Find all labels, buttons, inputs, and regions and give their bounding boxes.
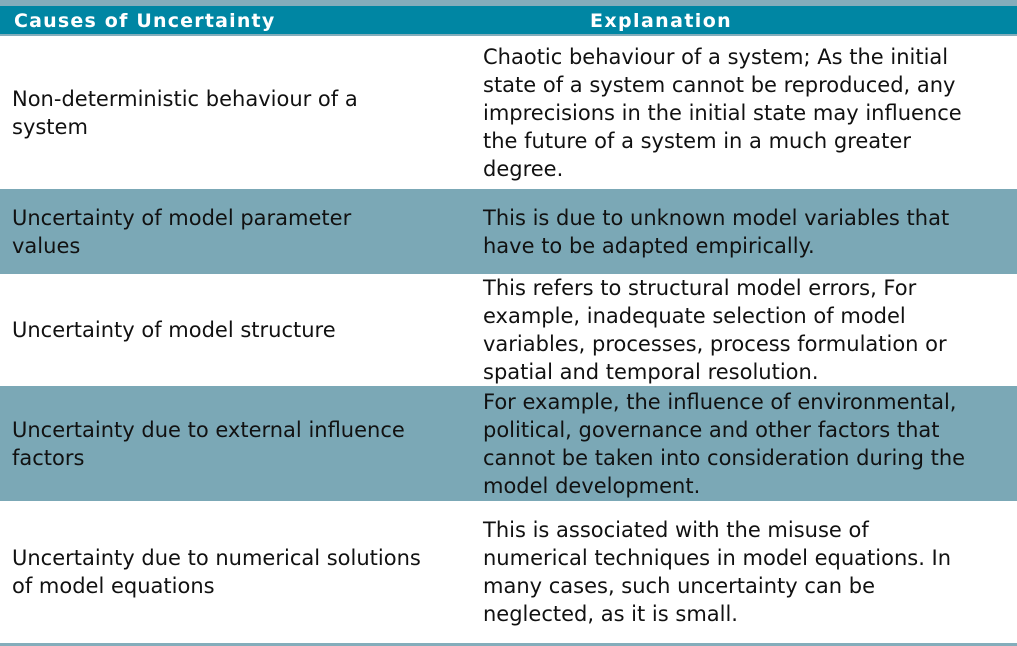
header-explanation: Explanation — [590, 10, 733, 32]
cause-line: Uncertainty of model parameter — [12, 205, 352, 230]
cause-line: Uncertainty due to numerical solutions — [12, 546, 421, 570]
top-accent-strip — [0, 0, 1017, 6]
explanation-line: many cases, such uncertainty can be — [483, 574, 876, 598]
explanation-line: example, inadequate selection of model — [483, 304, 906, 328]
table-bottom-border — [0, 643, 1017, 646]
cause-cell: Uncertainty of model structure — [12, 274, 472, 386]
explanation-cell: This is associated with the misuse of nu… — [483, 501, 1017, 643]
cause-line: factors — [12, 445, 85, 470]
cause-line: Non-deterministic behaviour of a — [12, 86, 358, 111]
explanation-line: This is associated with the misuse of — [483, 518, 869, 542]
table-row: Uncertainty of model parameter values Th… — [0, 189, 1017, 274]
table-row: Uncertainty due to numerical solutions o… — [0, 501, 1017, 643]
cause-cell: Uncertainty due to numerical solutions o… — [12, 501, 472, 643]
cause-line: system — [12, 114, 88, 139]
explanation-line: the future of a system in a much greater — [483, 128, 911, 153]
explanation-cell: For example, the influence of environmen… — [483, 386, 1017, 501]
explanation-line: imprecisions in the initial state may in… — [483, 100, 962, 125]
explanation-line: political, governance and other factors … — [483, 417, 940, 442]
cause-line: of model equations — [12, 574, 215, 598]
cause-cell: Non-deterministic behaviour of a system — [12, 36, 472, 189]
cause-line: values — [12, 233, 81, 258]
explanation-cell: Chaotic behaviour of a system; As the in… — [483, 36, 1017, 189]
explanation-line: For example, the influence of environmen… — [483, 389, 957, 414]
explanation-line: numerical techniques in model equations.… — [483, 546, 952, 570]
cause-cell: Uncertainty due to external influence fa… — [12, 386, 472, 501]
explanation-line: variables, processes, process formulatio… — [483, 332, 947, 356]
cause-line: Uncertainty due to external influence — [12, 417, 405, 442]
explanation-line: This refers to structural model errors, … — [483, 276, 917, 300]
explanation-cell: This is due to unknown model variables t… — [483, 189, 1017, 274]
explanation-line: model development. — [483, 473, 701, 498]
explanation-line: state of a system cannot be reproduced, … — [483, 72, 956, 97]
explanation-cell: This refers to structural model errors, … — [483, 274, 1017, 386]
header-causes: Causes of Uncertainty — [14, 10, 276, 32]
explanation-line: degree. — [483, 156, 564, 181]
table-row: Uncertainty due to external influence fa… — [0, 386, 1017, 501]
cause-line: Uncertainty of model structure — [12, 318, 336, 342]
explanation-line: Chaotic behaviour of a system; As the in… — [483, 44, 949, 69]
explanation-line: neglected, as it is small. — [483, 602, 738, 626]
explanation-line: have to be adapted empirically. — [483, 233, 815, 258]
explanation-line: This is due to unknown model variables t… — [483, 205, 950, 230]
table-row: Uncertainty of model structure This refe… — [0, 274, 1017, 386]
explanation-line: spatial and temporal resolution. — [483, 360, 819, 384]
explanation-line: cannot be taken into consideration durin… — [483, 445, 966, 470]
cause-cell: Uncertainty of model parameter values — [12, 189, 472, 274]
table-header: Causes of Uncertainty Explanation — [0, 6, 1017, 36]
table-row: Non-deterministic behaviour of a system … — [0, 36, 1017, 189]
